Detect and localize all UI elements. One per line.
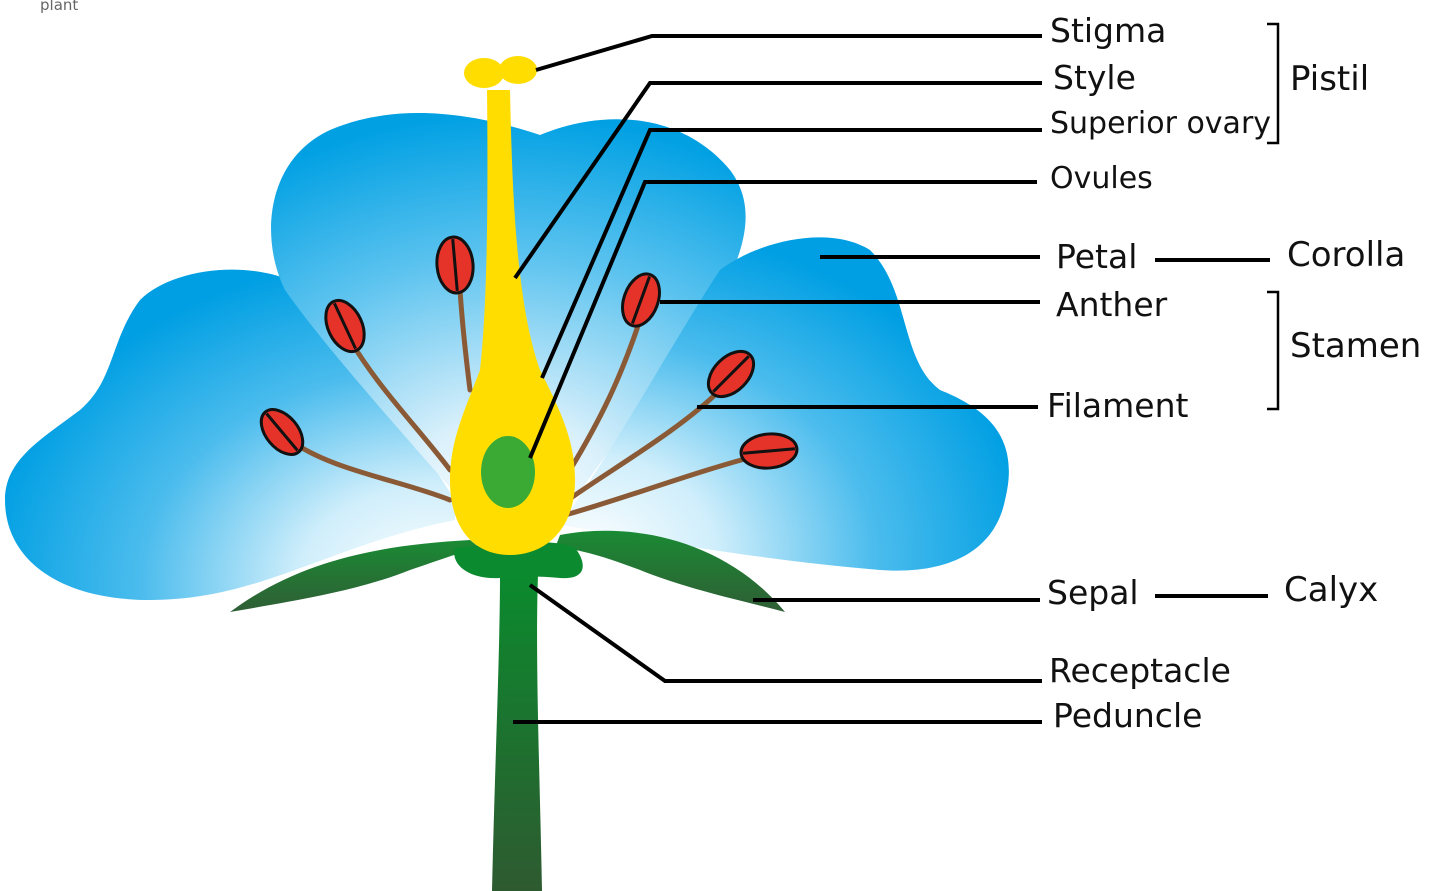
peduncle-stem [492, 575, 542, 891]
stigma-lobe-left [464, 58, 504, 88]
group-corolla: Corolla [1287, 235, 1405, 275]
label-filament: Filament [1047, 386, 1189, 425]
bracket-stamen [1267, 292, 1278, 409]
label-anther: Anther [1056, 285, 1168, 324]
label-receptacle: Receptacle [1049, 651, 1231, 690]
group-stamen: Stamen [1290, 326, 1421, 366]
label-ovules: Ovules [1050, 161, 1153, 196]
group-pistil: Pistil [1290, 59, 1369, 99]
stigma-lobe-right [499, 56, 537, 84]
leader-stigma [536, 36, 1042, 70]
label-style: Style [1053, 58, 1136, 97]
label-peduncle: Peduncle [1053, 696, 1202, 735]
label-superior-ovary: Superior ovary [1050, 106, 1271, 141]
label-stigma: Stigma [1050, 11, 1166, 50]
ovule [481, 436, 535, 508]
label-sepal: Sepal [1047, 573, 1139, 612]
label-petal: Petal [1056, 237, 1137, 276]
group-calyx: Calyx [1284, 570, 1378, 610]
corner-text: plant [40, 0, 78, 14]
